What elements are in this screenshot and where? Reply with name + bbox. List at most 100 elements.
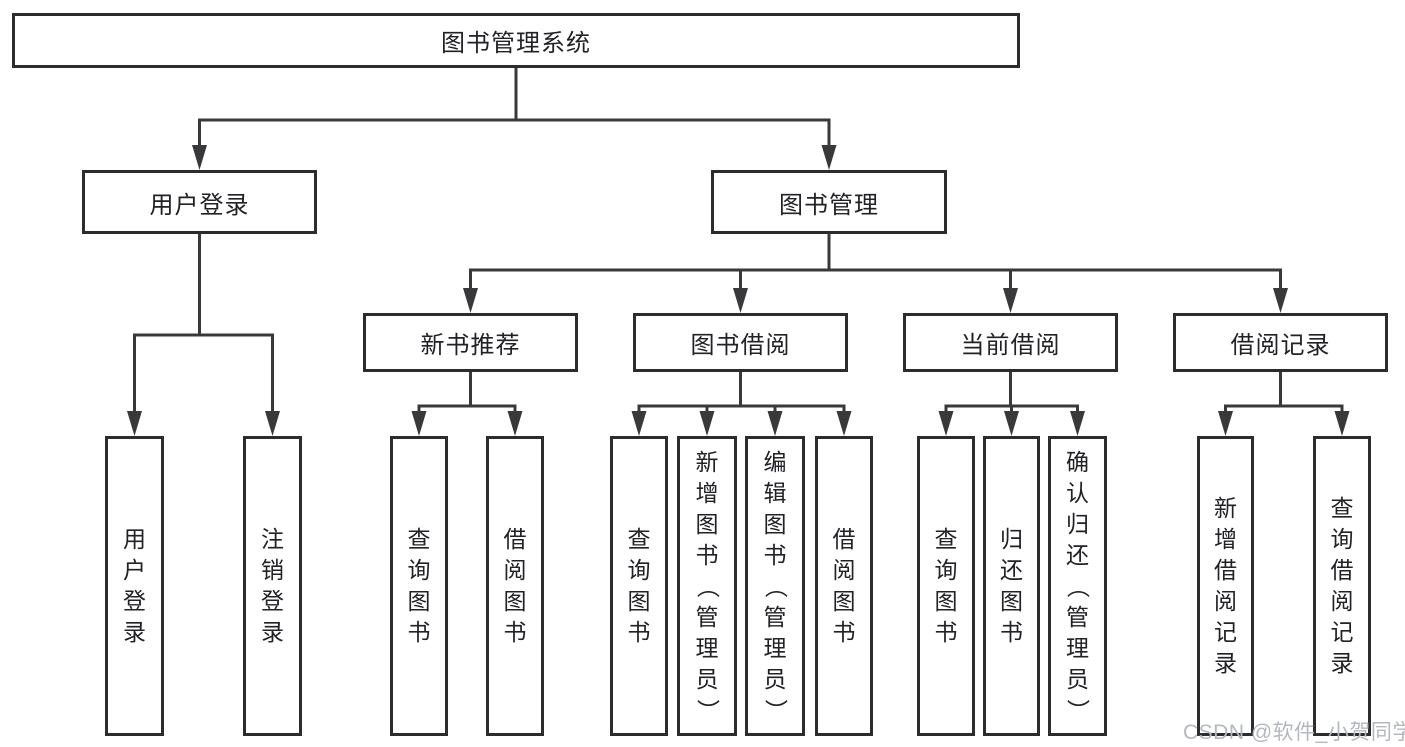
leaf-add-books-admin-label: 新增图书（管理员） (695, 447, 721, 726)
node-root-label: 图书管理系统 (441, 30, 591, 57)
leaf-add-books-admin: 新增图书（管理员） (677, 436, 737, 736)
vertical-label-char: 理 (695, 634, 719, 661)
vertical-label-char: 管 (1066, 603, 1089, 630)
vertical-label-char: 书 (695, 541, 719, 568)
leaf-borrow-books: 借阅图书 (815, 436, 873, 736)
node-current-borrowing: 当前借阅 (903, 313, 1118, 372)
vertical-label-char: 登 (261, 588, 284, 614)
vertical-label-char: 借 (1330, 557, 1354, 583)
vertical-label-char: 员 (763, 665, 787, 692)
vertical-label-char: 图 (503, 588, 527, 614)
arrowhead-icon (733, 288, 748, 313)
arrowhead-icon (265, 411, 280, 436)
leaf-query-books-recommend: 查询图书 (390, 436, 448, 736)
vertical-label-char: 书 (627, 619, 651, 645)
vertical-label-char: ） (762, 698, 789, 722)
vertical-label-char: ） (1065, 698, 1091, 722)
vertical-label-char: 登 (123, 588, 146, 614)
vertical-label-char: （ (694, 574, 721, 598)
vertical-label-char: 图 (695, 510, 719, 537)
vertical-label-char: 书 (763, 541, 787, 568)
vertical-label-char: 新 (695, 448, 719, 475)
vertical-label-char: 认 (1066, 479, 1089, 506)
leaf-borrow-books-label: 借阅图书 (833, 524, 856, 648)
vertical-label-char: 员 (1066, 665, 1089, 692)
vertical-label-char: 书 (503, 619, 527, 645)
leaf-user-login-label: 用户登录 (123, 524, 146, 648)
vertical-label-char: 借 (503, 526, 527, 552)
vertical-label-char: 户 (123, 557, 146, 583)
node-book-borrowing-label: 图书借阅 (690, 332, 791, 359)
node-book-borrowing: 图书借阅 (633, 313, 848, 372)
leaf-query-books-borrow: 查询图书 (610, 436, 668, 736)
vertical-label-char: 借 (832, 526, 856, 552)
arrowhead-icon (127, 411, 142, 436)
node-book-management: 图书管理 (711, 170, 947, 234)
vertical-label-char: 图 (832, 588, 856, 614)
arrowhead-icon (1003, 288, 1018, 313)
vertical-label-char: 图 (627, 588, 651, 614)
vertical-label-char: 销 (261, 557, 284, 583)
vertical-label-char: 阅 (832, 557, 856, 583)
vertical-label-char: （ (1065, 574, 1091, 598)
arrowhead-icon (631, 411, 647, 436)
vertical-label-char: 书 (934, 619, 958, 645)
leaf-confirm-return-admin-label: 确认归还（管理员） (1065, 447, 1091, 726)
vertical-label-char: 图 (1000, 588, 1023, 614)
arrowhead-icon (411, 411, 427, 436)
vertical-label-char: 书 (1000, 619, 1023, 645)
vertical-label-char: 询 (627, 557, 651, 583)
vertical-label-char: 图 (763, 510, 787, 537)
node-borrowing-records: 借阅记录 (1173, 313, 1388, 372)
vertical-label-char: 录 (1330, 650, 1354, 676)
vertical-label-char: 用 (123, 526, 146, 552)
vertical-label-char: 书 (832, 619, 856, 645)
leaf-edit-books-admin: 编辑图书（管理员） (745, 436, 805, 736)
vertical-label-char: 书 (407, 619, 431, 645)
vertical-label-char: ） (694, 698, 721, 722)
leaf-confirm-return-admin: 确认归还（管理员） (1048, 436, 1107, 736)
arrowhead-icon (699, 411, 715, 436)
leaf-query-borrow-record-label: 查询借阅记录 (1331, 493, 1354, 679)
arrowhead-icon (1004, 411, 1019, 436)
vertical-label-char: 管 (695, 603, 719, 630)
vertical-label-char: 图 (934, 588, 958, 614)
vertical-label-char: 询 (934, 557, 958, 583)
leaf-logout-login-label: 注销登录 (261, 524, 284, 648)
arrowhead-icon (1273, 288, 1288, 313)
vertical-label-char: （ (762, 574, 789, 598)
vertical-label-char: 阅 (1330, 588, 1354, 614)
vertical-label-char: 归 (1000, 526, 1023, 552)
vertical-label-char: 询 (407, 557, 431, 583)
leaf-user-login: 用户登录 (105, 436, 164, 736)
vertical-label-char: 增 (695, 479, 719, 506)
vertical-label-char: 录 (261, 619, 284, 645)
vertical-label-char: 录 (1214, 650, 1237, 676)
node-new-book-recommendation-label: 新书推荐 (420, 332, 521, 359)
arrowhead-icon (1218, 411, 1233, 436)
vertical-label-char: 记 (1214, 619, 1237, 645)
vertical-label-char: 增 (1214, 526, 1237, 552)
watermark: CSDN @软件_小贺同学 (1183, 721, 1405, 744)
leaf-query-books-recommend-label: 查询图书 (408, 524, 431, 648)
node-root: 图书管理系统 (12, 13, 1020, 68)
arrowhead-icon (192, 145, 207, 170)
vertical-label-char: 确 (1066, 448, 1089, 475)
leaf-add-borrow-record-label: 新增借阅记录 (1214, 493, 1237, 679)
arrowhead-icon (1070, 411, 1085, 436)
node-borrowing-records-label: 借阅记录 (1230, 332, 1331, 359)
vertical-label-char: 查 (1330, 495, 1354, 521)
arrowhead-icon (507, 411, 523, 436)
leaf-query-books-current-label: 查询图书 (935, 524, 958, 648)
vertical-label-char: 查 (407, 526, 431, 552)
vertical-label-char: 查 (627, 526, 651, 552)
vertical-label-char: 注 (261, 526, 284, 552)
vertical-label-char: 还 (1066, 541, 1089, 568)
vertical-label-char: 理 (763, 634, 787, 661)
arrowhead-icon (821, 145, 837, 170)
node-current-borrowing-label: 当前借阅 (960, 332, 1061, 359)
vertical-label-char: 询 (1330, 526, 1354, 552)
vertical-label-char: 阅 (503, 557, 527, 583)
vertical-label-char: 录 (123, 619, 146, 645)
